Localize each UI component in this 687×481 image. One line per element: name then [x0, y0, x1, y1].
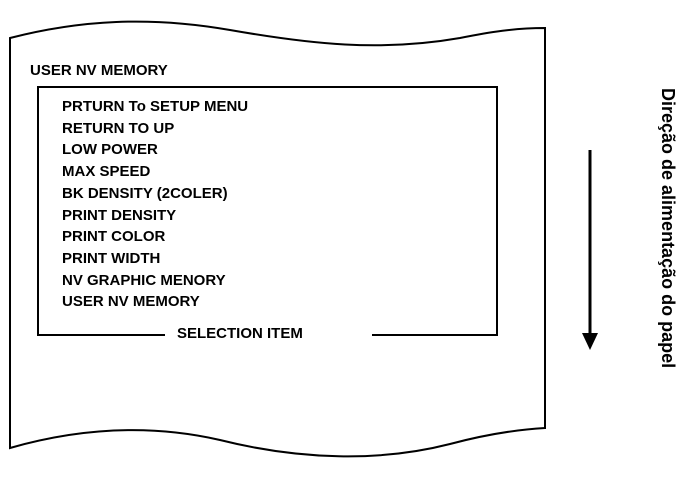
down-arrow-icon	[582, 150, 598, 350]
menu-item: MAX SPEED	[62, 163, 151, 181]
paper-outline	[9, 20, 546, 458]
menu-item: PRINT DENSITY	[62, 206, 177, 224]
receipt-title: USER NV MEMORY	[30, 62, 168, 79]
menu-item: RETURN TO UP	[62, 119, 175, 137]
selection-frame	[37, 86, 498, 336]
paper-feed-direction-label: Direção de alimentação do papel	[658, 88, 678, 369]
menu-item: PRINT WIDTH	[62, 249, 161, 267]
selection-item-caption: SELECTION ITEM	[175, 325, 305, 342]
menu-item: PRINT COLOR	[62, 228, 166, 246]
menu-item: LOW POWER	[62, 141, 158, 159]
menu-item: BK DENSITY (2COLER)	[62, 184, 228, 202]
menu-item: PRTURN To SETUP MENU	[62, 98, 249, 115]
menu-item: USER NV MEMORY	[62, 293, 200, 311]
menu-item: NV GRAPHIC MENORY	[62, 271, 226, 289]
